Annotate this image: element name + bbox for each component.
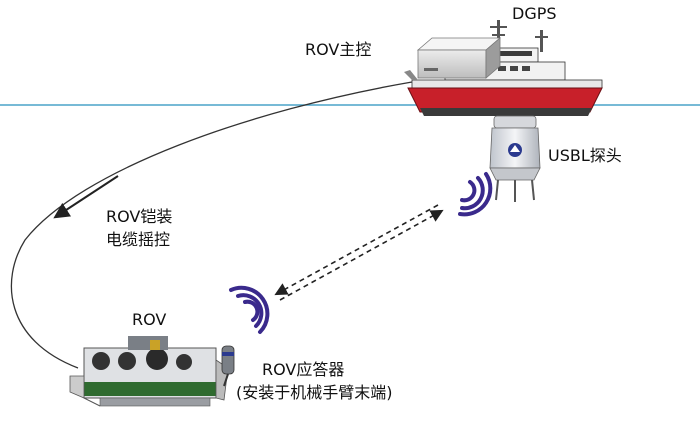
label-usbl-probe: USBL探头 xyxy=(548,146,622,165)
usbl-signal-wave-icon xyxy=(458,172,493,217)
label-cable-line2: 电缆摇控 xyxy=(106,230,171,249)
usbl-probe xyxy=(489,115,541,202)
label-transponder-line2: (安装于机械手臂末端) xyxy=(236,383,393,402)
label-rov: ROV xyxy=(132,310,167,329)
label-transponder-line1: ROV应答器 xyxy=(262,360,345,379)
transponder-signal-wave-icon xyxy=(229,285,270,334)
rov-vehicle xyxy=(69,336,229,407)
label-rov-main-control: ROV主控 xyxy=(305,40,372,59)
label-dgps: DGPS xyxy=(512,4,557,23)
rov-transponder xyxy=(221,345,235,387)
cable-direction-arrow xyxy=(53,175,119,219)
label-cable-line1: ROV铠装 xyxy=(106,207,173,226)
armored-cable xyxy=(10,81,413,369)
rov-main-control-console xyxy=(416,37,502,79)
acoustic-link-arrow xyxy=(274,204,444,301)
